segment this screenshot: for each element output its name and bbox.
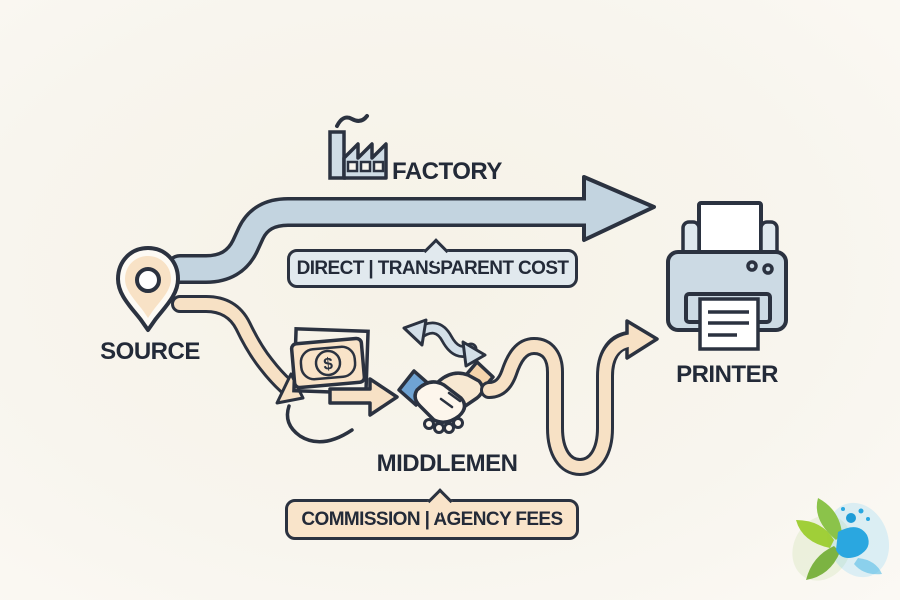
money-icon: $ <box>289 326 370 396</box>
middlemen-label: MIDDLEMEN <box>376 450 518 477</box>
factory-icon <box>328 114 388 180</box>
commission-label: COMMISSION | AGENCY FEES <box>301 508 563 530</box>
direct-cost-label: DIRECT | TRANSPARENT COST <box>296 257 569 279</box>
commission-callout: COMMISSION | AGENCY FEES <box>285 488 579 540</box>
dollar-sign: $ <box>323 354 335 374</box>
eco-logo <box>792 498 890 581</box>
source-label: SOURCE <box>100 338 200 365</box>
handshake-icon <box>397 360 495 434</box>
exchange-arrows-icon <box>402 318 487 368</box>
indirect-route-wavy-arrow <box>480 319 659 477</box>
printer-label: PRINTER <box>676 361 778 388</box>
factory-label: FACTORY <box>392 158 502 185</box>
printer-icon <box>666 201 788 351</box>
payment-arrow <box>328 377 399 417</box>
direct-cost-callout: DIRECT | TRANSPARENT COST <box>287 238 578 288</box>
source-pin-icon <box>116 246 180 332</box>
direct-route-arrow <box>165 175 656 284</box>
